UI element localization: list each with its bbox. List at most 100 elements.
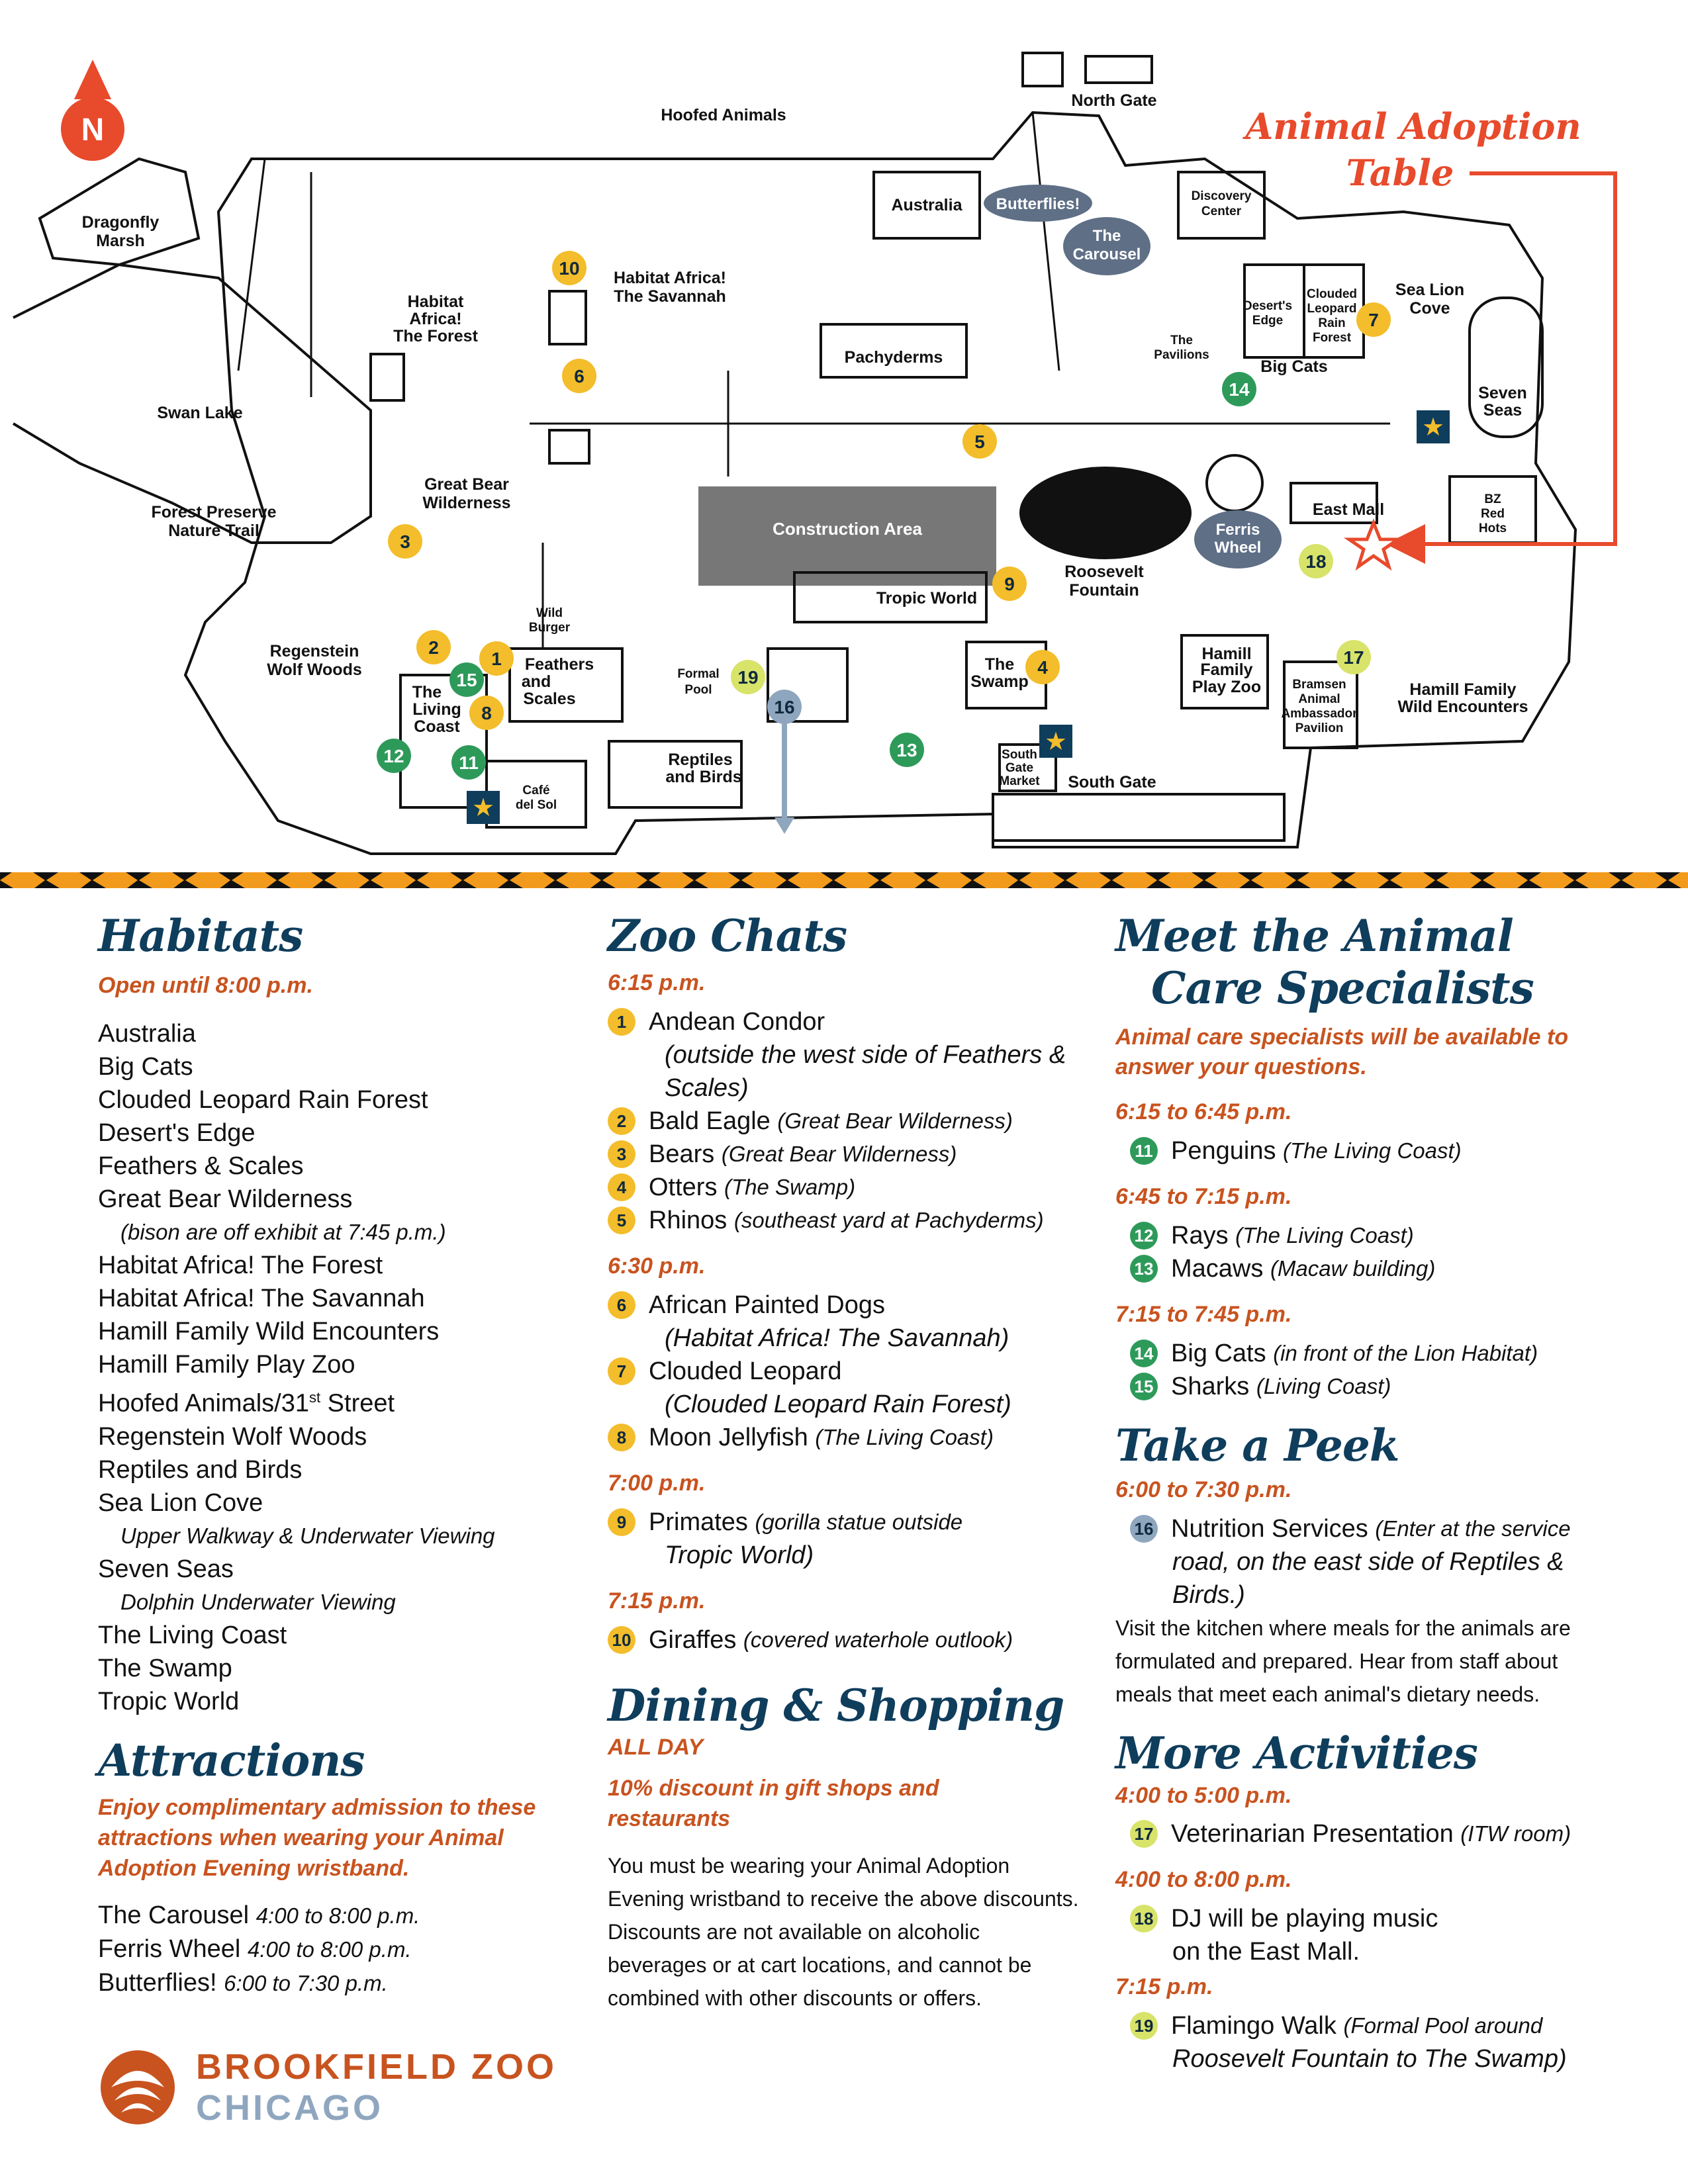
feathers-scales-building (508, 647, 624, 723)
peek-title: Take a Peek (1115, 1420, 1400, 1472)
north-badge (61, 97, 124, 161)
svg-text:Tropic World: Tropic World (876, 589, 977, 608)
stripe-mark (1655, 872, 1681, 888)
svg-text:Wilderness: Wilderness (422, 494, 510, 512)
dining-title: Dining & Shopping (608, 1679, 1064, 1731)
forest-building (369, 353, 405, 402)
stripe-mark (1609, 872, 1635, 888)
svg-text:Butterflies!: Butterflies! (996, 195, 1080, 213)
svg-text:Bramsen: Bramsen (1292, 678, 1346, 692)
svg-text:Red: Red (1481, 507, 1505, 521)
stripe-mark (1516, 872, 1542, 888)
star-marker (1039, 725, 1072, 758)
svg-text:Animal: Animal (1298, 692, 1340, 706)
map-marker-label: 15 (456, 670, 477, 690)
list-item: Clouded Leopard Rain Forest (98, 1086, 428, 1115)
svg-text:Market: Market (999, 774, 1040, 788)
map-marker-13 (890, 733, 924, 767)
stripe-mark (728, 872, 755, 888)
stripe-mark (774, 872, 801, 888)
map-marker-6 (562, 359, 596, 393)
map-marker-9 (992, 567, 1027, 601)
svg-text:Wild Encounters: Wild Encounters (1397, 698, 1528, 716)
svg-text:Center: Center (1201, 205, 1242, 218)
stripe-mark (1099, 872, 1125, 888)
stripe-mark (79, 872, 106, 888)
adoption-star-icon (1343, 518, 1404, 571)
svg-text:Pool: Pool (684, 683, 712, 697)
svg-text:The: The (985, 655, 1015, 674)
north-gate-building (1084, 55, 1153, 84)
stripe-mark (1053, 872, 1079, 888)
map-marker-label: 5 (974, 432, 985, 452)
formal-pool-area (767, 647, 849, 723)
svg-text:Play Zoo: Play Zoo (1192, 678, 1261, 696)
adoption-arrow (1385, 171, 1617, 564)
svg-text:Wild: Wild (536, 606, 563, 620)
ferris-wheel-pill (1194, 510, 1282, 569)
map-marker-15 (449, 662, 484, 697)
adoption-title: Animal Adoption (1242, 105, 1581, 148)
map-marker-label: 6 (574, 366, 585, 387)
list-item: Reptiles and Birds (98, 1455, 303, 1484)
list-item: The Carousel 4:00 to 8:00 p.m. (98, 1901, 420, 1929)
habitats-subtitle: Open until 8:00 p.m. (98, 973, 313, 999)
svg-text:Rain: Rain (1318, 316, 1345, 330)
stripe-mark (1238, 872, 1264, 888)
map-marker-label: 14 (1229, 379, 1250, 400)
svg-text:Discovery: Discovery (1192, 189, 1252, 203)
ferris-wheel-icon (1205, 454, 1264, 512)
star-icon: ★ (472, 794, 494, 822)
swan-lake-path (12, 263, 372, 544)
map-marker-14 (1222, 372, 1256, 406)
map-marker-label: 4 (1037, 657, 1048, 678)
peek-note: road, on the east side of Reptiles & Bir… (1172, 1548, 1564, 1610)
map-paths (237, 112, 1390, 649)
map-marker-10 (552, 251, 586, 285)
map-marker-label: 7 (1368, 310, 1379, 330)
svg-text:Habitat Africa!: Habitat Africa! (614, 269, 726, 287)
time-heading: 7:00 p.m. (608, 1471, 706, 1496)
stripe-mark (589, 872, 616, 888)
list-note: (bison are off exhibit at 7:45 p.m.) (120, 1220, 446, 1245)
svg-text:Formal: Formal (677, 667, 719, 681)
svg-text:The Savannah: The Savannah (614, 287, 726, 306)
meet-title: Care Specialists (1151, 962, 1534, 1015)
time-heading: 7:15 p.m. (1115, 1974, 1213, 2000)
stripe-mark (960, 872, 986, 888)
star-marker (467, 791, 500, 824)
habitats-title: Habitats (98, 910, 303, 962)
map-marker-4 (1025, 650, 1060, 684)
north-arrow-icon (74, 60, 111, 99)
svg-text:Africa!: Africa! (409, 310, 461, 328)
north-label: N (81, 113, 105, 148)
more-title: More Activities (1115, 1727, 1478, 1780)
svg-text:Swamp: Swamp (970, 672, 1029, 691)
chat-note: (outside the west side of Feathers & Sca… (665, 1041, 1066, 1103)
svg-text:Gate: Gate (1006, 761, 1033, 775)
svg-text:Family: Family (1200, 660, 1252, 679)
svg-text:Wheel: Wheel (1215, 539, 1262, 557)
dining-all-day: ALL DAY (608, 1735, 704, 1760)
svg-text:Marsh: Marsh (96, 232, 145, 250)
svg-text:Coast: Coast (414, 717, 460, 736)
svg-text:East Mall: East Mall (1313, 500, 1384, 519)
time-heading: 6:15 to 6:45 p.m. (1115, 1099, 1292, 1125)
list-item: The Living Coast (98, 1621, 287, 1649)
seven-seas-building (1468, 296, 1544, 438)
north-gate-building (1021, 52, 1064, 87)
butterflies-pill (984, 185, 1092, 222)
stripe-mark (496, 872, 523, 888)
time-heading: 7:15 p.m. (608, 1588, 706, 1614)
map-labels: Dragonfly Marsh Hoofed Animals North Gat… (82, 91, 1528, 812)
stripe-mark (0, 872, 13, 888)
list-item: Seven Seas (98, 1555, 234, 1583)
attractions-list: The Carousel 4:00 to 8:00 p.m. Ferris Wh… (98, 1899, 575, 2000)
